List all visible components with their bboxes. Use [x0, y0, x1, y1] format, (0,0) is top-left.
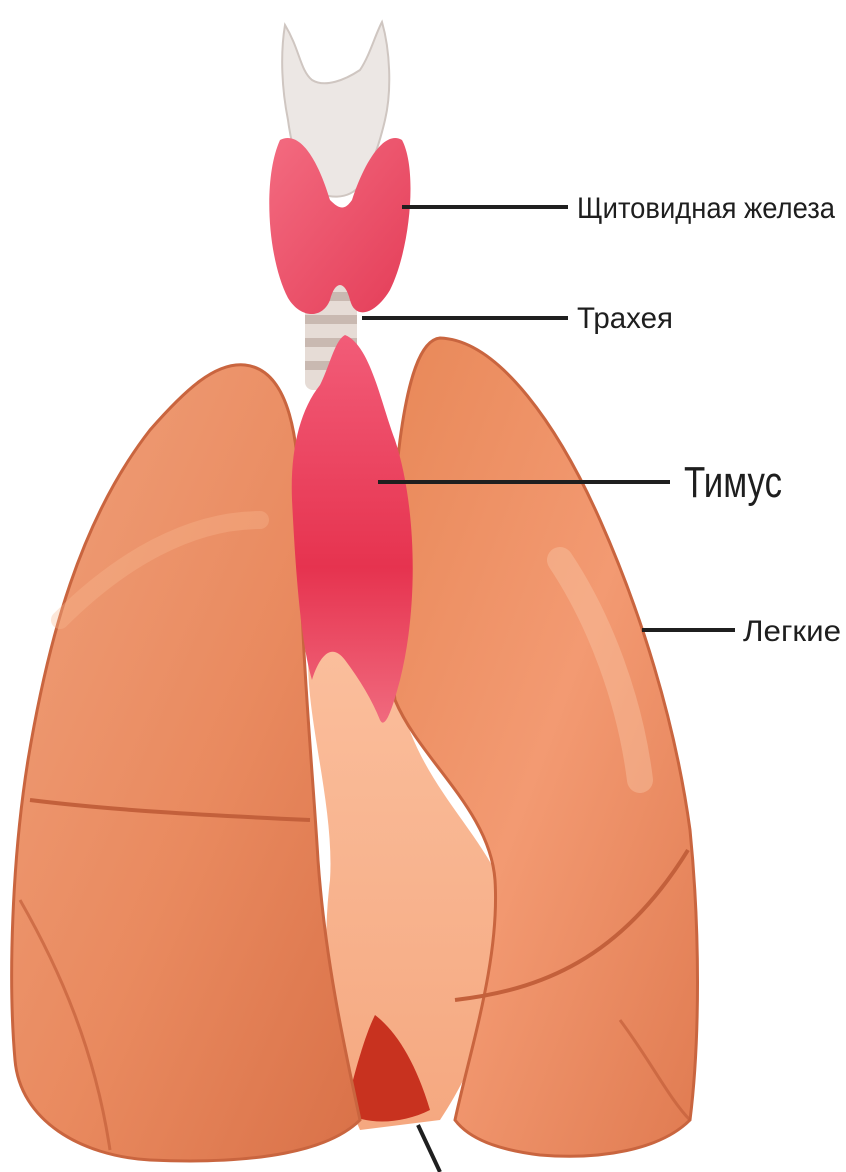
lungs-label: Легкие: [743, 615, 841, 648]
heart-leader-line: [418, 1125, 440, 1172]
thymus-gland: [292, 335, 413, 723]
thyroid-label: Щитовидная железа: [577, 192, 835, 225]
trachea-label: Трахея: [577, 302, 673, 335]
thymus-label: Тимус: [684, 458, 782, 507]
